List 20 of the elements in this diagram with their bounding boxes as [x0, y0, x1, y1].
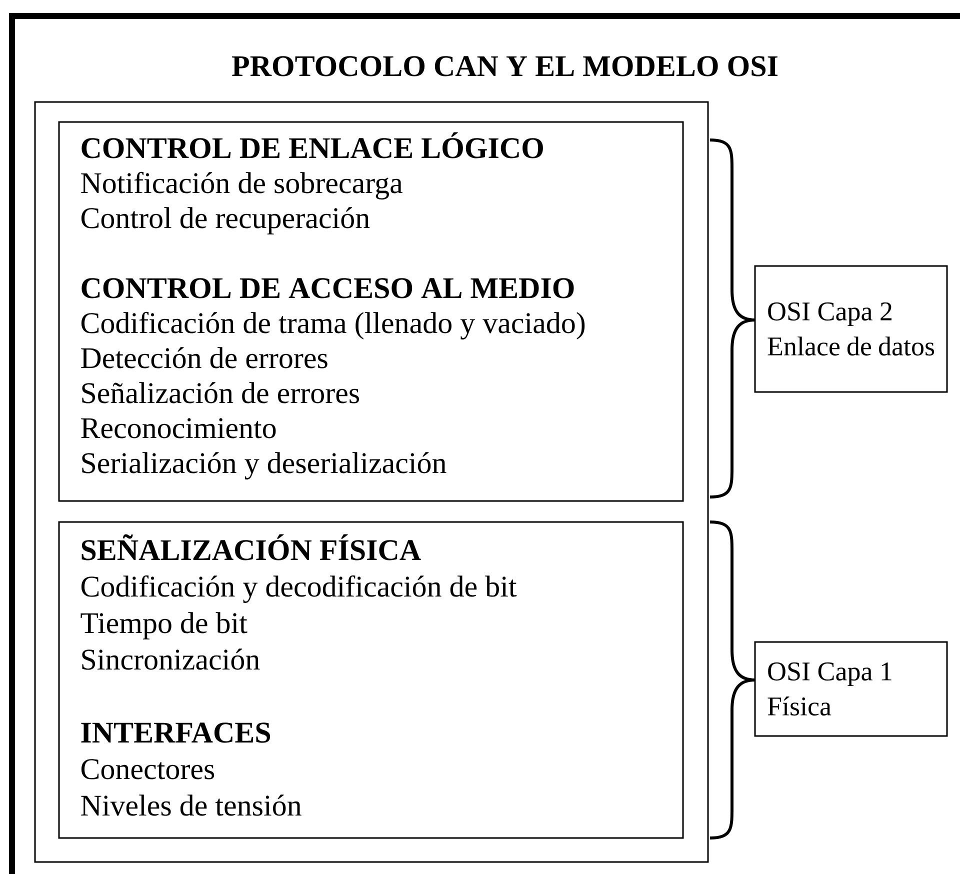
- function-item: Detección de errores: [81, 347, 328, 368]
- function-item: Reconocimiento: [81, 418, 276, 438]
- function-item: Control de recuperación: [81, 207, 370, 234]
- layer-heading: CONTROL DE ENLACE LÓGICO: [82, 132, 543, 158]
- function-item: Serialización y deserialización: [82, 452, 446, 480]
- function-item: Niveles de tensión: [81, 794, 302, 816]
- function-item: Codificación y decodificación de bit: [81, 575, 517, 603]
- layer-heading: CONTROL DE ACCESO AL MEDIO: [82, 278, 574, 298]
- layer-heading: SEÑALIZACIÓN FÍSICA: [82, 534, 421, 560]
- layer-label-box: OSI Capa 2 Enlace de datos: [754, 265, 948, 393]
- function-item: Notificación de sobrecarga: [81, 172, 402, 200]
- function-item: Señalización de errores: [82, 382, 360, 404]
- function-item: Conectores: [81, 759, 214, 780]
- layer-label-box: OSI Capa 1 Física: [754, 641, 948, 737]
- function-item: Codificación de trama (llenado y vaciado): [81, 312, 585, 340]
- layer-heading: INTERFACES: [81, 722, 270, 743]
- function-item: Sincronización: [82, 648, 260, 670]
- function-item: Tiempo de bit: [80, 612, 248, 640]
- title: PROTOCOLO CAN Y EL MODELO OSI: [232, 56, 778, 76]
- outer-box: [34, 101, 709, 863]
